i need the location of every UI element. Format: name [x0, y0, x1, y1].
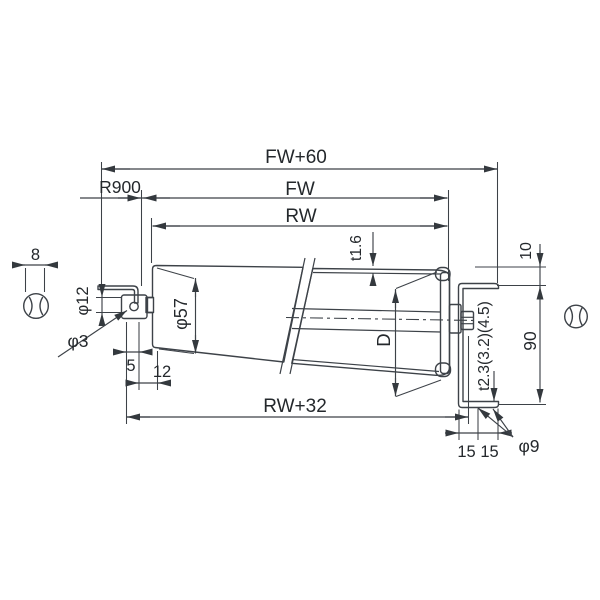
roller-body-right	[291, 267, 451, 377]
label-shaft-dia: φ12	[74, 286, 92, 315]
label-roller-small-dia: φ57	[171, 298, 191, 330]
dimension-labels: FW+60 R900 FW RW t1.6 10 90 t2.3(3.2)(4.…	[31, 147, 540, 461]
shaft-section-symbol-right	[564, 304, 589, 329]
shaft-section-symbol-left	[23, 293, 50, 320]
tube-inner-bottom	[292, 358, 440, 373]
break-line-left	[279, 257, 306, 375]
break-line-right	[289, 257, 316, 375]
label-overall-roller-length: RW+32	[263, 396, 327, 417]
section-flat-right	[578, 307, 583, 326]
section-flat-right	[39, 296, 44, 316]
label-overall-width: FW+60	[265, 147, 327, 168]
section-flat-left	[28, 296, 33, 316]
label-shaft-flats-width: 8	[31, 246, 40, 264]
label-tube-thickness: t1.6	[348, 235, 365, 261]
bearing-boss	[448, 303, 462, 334]
label-curve-radius: R900	[99, 177, 141, 197]
dimension-arrows	[12, 165, 544, 438]
label-frame-thickness: t2.3(3.2)(4.5)	[476, 301, 493, 391]
label-pin-hole-dia: φ3	[67, 331, 88, 351]
label-hole-offset-2: 15	[480, 443, 498, 461]
inner-pipe-top	[291, 307, 441, 313]
section-circle	[23, 293, 50, 320]
tapered-roller	[145, 257, 478, 378]
label-face-to-roller: 12	[153, 363, 171, 381]
section-circle	[564, 304, 589, 329]
tube-inner-top	[312, 271, 441, 275]
label-frame-width: FW	[285, 179, 315, 200]
inner-pipe-bottom	[291, 327, 441, 333]
label-roller-protrusion: 10	[518, 242, 535, 260]
label-hole-offset-1: 15	[457, 443, 475, 461]
roller-sleeve-left	[146, 264, 304, 363]
extension-lines	[24, 162, 546, 440]
label-pin-to-face: 5	[126, 357, 135, 375]
end-cap-nose-bottom	[434, 362, 452, 378]
label-mount-hole-dia: φ9	[518, 436, 539, 456]
label-frame-height: 90	[520, 331, 540, 351]
drawing-root: FW+60 R900 FW RW t1.6 10 90 t2.3(3.2)(4.…	[12, 147, 589, 461]
left-angle-rail	[97, 285, 139, 304]
label-roller-large-dia: D	[373, 333, 394, 346]
section-flat-left	[569, 307, 574, 326]
label-roller-width: RW	[285, 206, 316, 227]
roller-centerline	[285, 316, 478, 322]
end-cap-plate	[439, 271, 451, 375]
